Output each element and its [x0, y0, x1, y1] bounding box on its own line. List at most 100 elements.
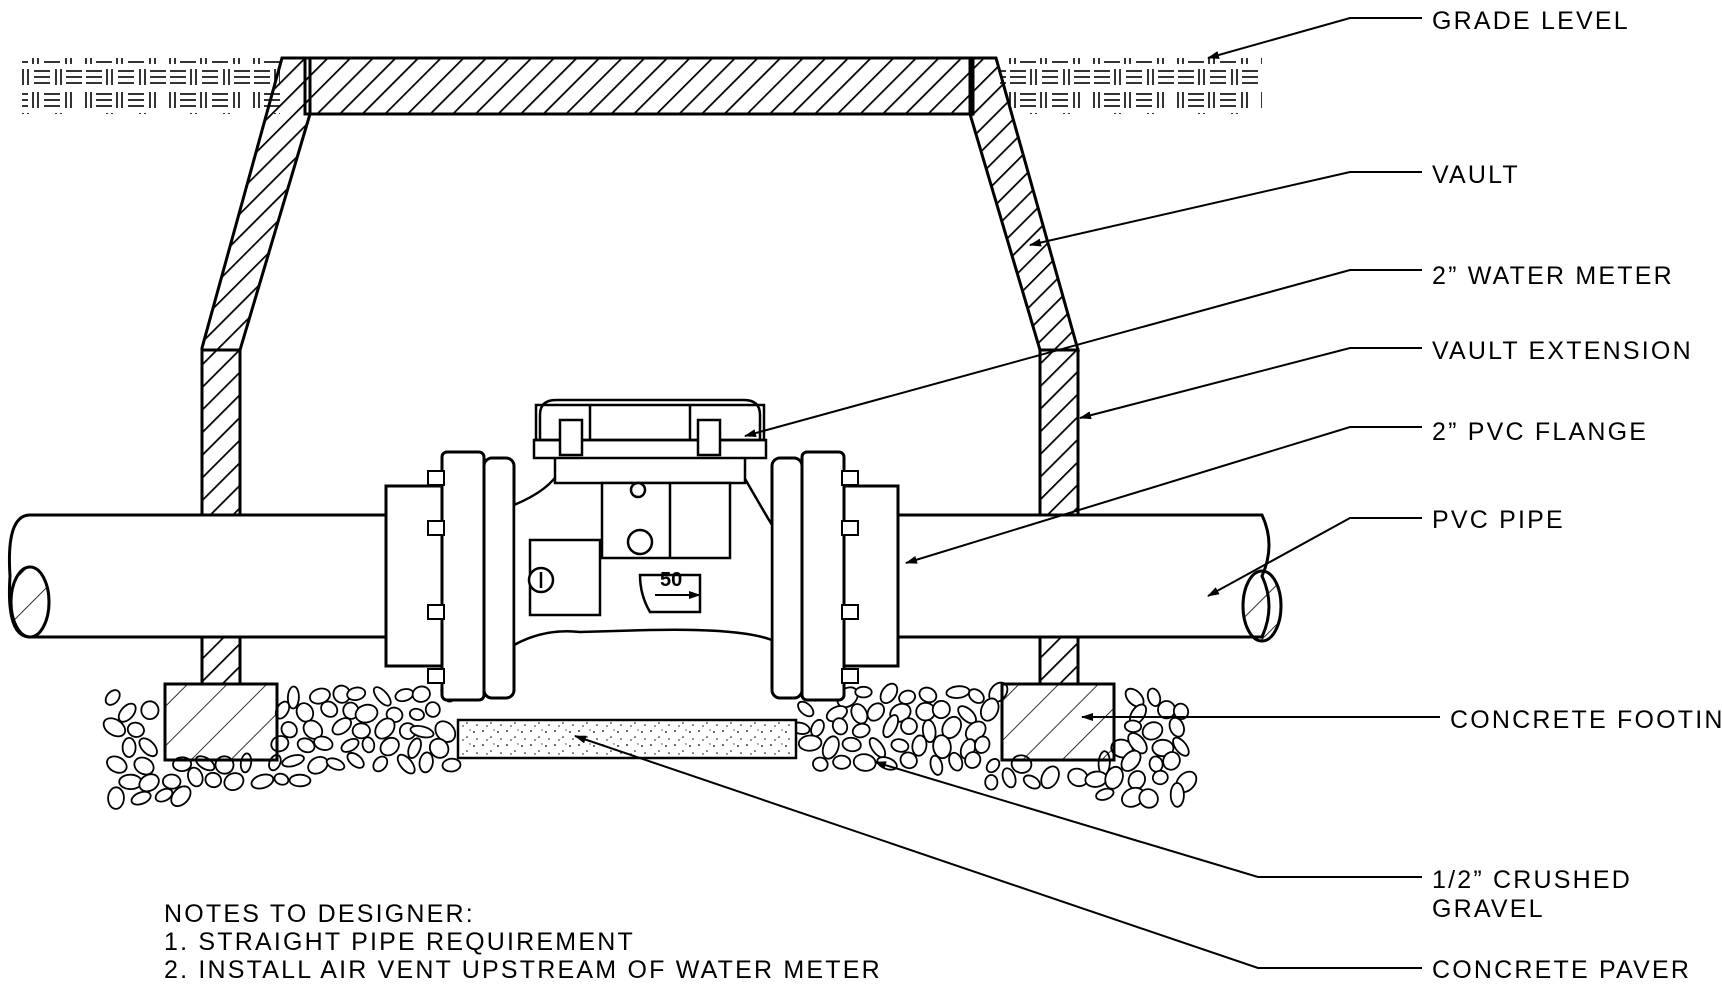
gravel-stone	[1141, 721, 1164, 741]
gravel-stone	[408, 707, 425, 721]
gravel-stone	[351, 722, 371, 740]
gravel-stone	[831, 717, 849, 736]
gravel-stone	[984, 774, 999, 791]
gravel-stone	[797, 700, 815, 718]
gravel-stone	[187, 766, 204, 788]
gravel-stone	[1120, 749, 1142, 772]
water-meter	[512, 398, 774, 648]
designer-notes: NOTES TO DESIGNER: 1. STRAIGHT PIPE REQU…	[164, 900, 882, 984]
gravel-stone	[154, 787, 174, 803]
gravel-stone	[931, 699, 951, 720]
gravel-stone	[130, 790, 152, 806]
gravel-stone	[162, 773, 182, 790]
gravel-stone	[379, 736, 400, 757]
gravel-stone	[1162, 751, 1181, 771]
gravel-stone	[879, 682, 899, 704]
gravel-stone	[985, 758, 1001, 774]
label-crushed-gravel-line2: GRAVEL	[1432, 895, 1545, 923]
gravel-stone	[841, 736, 862, 753]
gravel-stone	[851, 722, 871, 739]
label-concrete-paver: CONCRETE PAVER	[1432, 956, 1691, 982]
gravel-stone	[1123, 719, 1143, 734]
gravel-stone	[850, 703, 869, 725]
gravel-stone	[900, 717, 918, 736]
gravel-stone	[394, 688, 415, 703]
gravel-stone	[280, 721, 298, 739]
gravel-stone	[921, 719, 937, 744]
gravel-stone	[1040, 765, 1060, 790]
gravel-stone	[250, 773, 275, 790]
gravel-stone	[974, 735, 991, 754]
gravel-stone	[424, 701, 441, 718]
gravel-stone	[346, 752, 365, 769]
gravel-stone	[898, 689, 917, 705]
gravel-stone	[140, 700, 160, 720]
concrete-paver	[456, 718, 798, 760]
gravel-stone	[797, 734, 823, 752]
gravel-stone	[223, 772, 245, 792]
vault-lid	[303, 56, 975, 116]
flange-bolt	[841, 604, 859, 620]
pvc-flanges	[384, 450, 900, 702]
gravel-stone	[932, 734, 952, 760]
gravel-stone	[1095, 787, 1115, 801]
gravel-stone	[307, 756, 329, 775]
gravel-stone	[964, 751, 982, 769]
flange-bolt	[841, 520, 859, 536]
concrete-footings	[163, 682, 1116, 762]
gravel-stone	[204, 771, 223, 789]
gravel-stone	[929, 754, 944, 776]
gravel-stone	[107, 786, 125, 810]
label-vault: VAULT	[1432, 161, 1520, 189]
gravel-stone	[918, 686, 938, 704]
flange-bolt	[427, 668, 445, 684]
gravel-stone	[170, 785, 192, 807]
gravel-stone	[118, 773, 143, 791]
label-grade-level: GRADE LEVEL	[1432, 7, 1630, 35]
gravel-stone	[1157, 700, 1176, 720]
gravel-stone	[372, 755, 389, 773]
gravel-stone	[138, 773, 160, 793]
gravel-stone	[126, 721, 145, 738]
flange-bolt	[427, 604, 445, 620]
gravel-stone	[308, 687, 331, 705]
gravel-stone	[1151, 769, 1169, 786]
flange-bolt	[427, 470, 445, 486]
gravel-stone	[1146, 687, 1162, 707]
grade-soil	[22, 58, 1262, 114]
label-pvc-flange: 2” PVC FLANGE	[1432, 418, 1648, 446]
label-concrete-footing: CONCRETE FOOTING	[1450, 706, 1722, 734]
gravel-stone	[361, 736, 376, 754]
gravel-stone	[911, 734, 928, 757]
gravel-stone	[374, 717, 396, 740]
note-item-2: 2. INSTALL AIR VENT UPSTREAM OF WATER ME…	[164, 956, 882, 982]
gravel-stone	[852, 753, 877, 772]
flange-bolt	[841, 470, 859, 486]
gravel-stone	[434, 720, 457, 743]
gravel-stone	[968, 688, 985, 704]
gravel-stone	[346, 686, 367, 702]
gravel-stone	[372, 686, 392, 707]
gravel-stone	[407, 737, 422, 759]
gravel-stone	[418, 751, 434, 774]
gravel-stone	[133, 756, 155, 776]
flange-bolts	[427, 470, 859, 684]
gravel-stone	[428, 737, 450, 759]
gravel-stone	[1022, 774, 1041, 790]
gravel-stone	[281, 754, 305, 768]
flange-bolt	[841, 668, 859, 684]
label-water-meter: 2” WATER METER	[1432, 262, 1674, 290]
gravel-stone	[1169, 782, 1185, 808]
note-item-1: 1. STRAIGHT PIPE REQUIREMENT	[164, 928, 635, 956]
gravel-stone	[979, 697, 1000, 722]
gravel-stone	[104, 689, 121, 706]
gravel-stone	[273, 772, 290, 786]
gravel-stone	[320, 700, 339, 718]
gravel-stone	[1172, 702, 1190, 721]
gravel-stone	[411, 685, 431, 703]
gravel-stone	[106, 755, 128, 774]
gravel-stone	[331, 717, 352, 736]
gravel-stone	[1001, 767, 1017, 789]
gravel-stone	[296, 737, 316, 754]
gravel-stone	[286, 685, 300, 710]
